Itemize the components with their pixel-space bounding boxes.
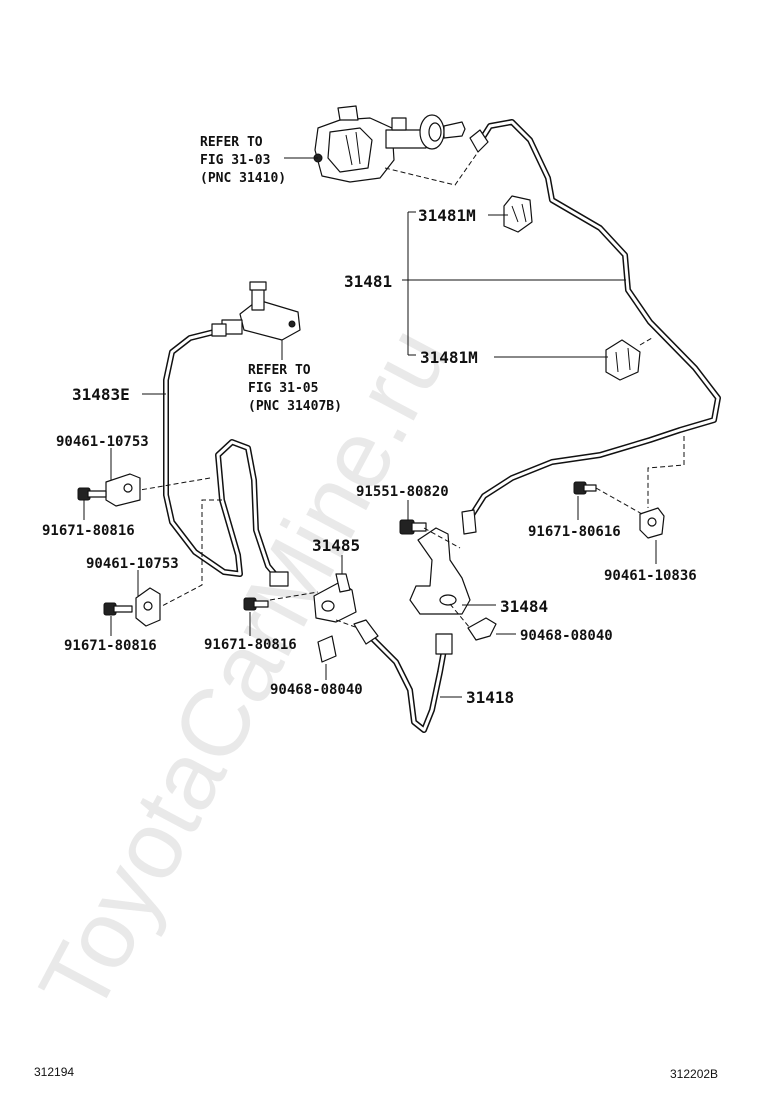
dash-bolt-right bbox=[595, 487, 643, 515]
label-91671-80816-c: 91671-80816 bbox=[204, 637, 297, 653]
clamp-90461-10836 bbox=[639, 507, 665, 539]
clutch-pipe-31483e bbox=[163, 323, 289, 587]
clutch-pipe-31481 bbox=[461, 119, 721, 535]
label-91671-80616: 91671-80616 bbox=[528, 524, 621, 540]
dash-upper-clamp bbox=[139, 477, 211, 491]
refer-top-line2: FIG 31-03 bbox=[200, 153, 270, 168]
dash-clip-right bbox=[449, 603, 471, 629]
clip-90468-08040-left bbox=[317, 635, 337, 663]
bolt-91551-80820 bbox=[399, 519, 427, 535]
label-31481m-top: 31481M bbox=[418, 206, 476, 225]
dash-master-cylinder bbox=[384, 151, 479, 186]
refer-top-line3: (PNC 31410) bbox=[200, 171, 286, 186]
clutch-master-cylinder bbox=[313, 105, 466, 183]
label-31485: 31485 bbox=[312, 536, 360, 555]
leader-31481 bbox=[402, 211, 626, 358]
bolt-91671-80816-upper bbox=[77, 487, 107, 501]
label-90468-08040-right: 90468-08040 bbox=[520, 628, 613, 644]
label-90461-10836: 90461-10836 bbox=[604, 568, 697, 584]
bracket-31484 bbox=[409, 527, 471, 615]
label-31484: 31484 bbox=[500, 597, 548, 616]
dash-lower-clamp bbox=[161, 499, 222, 607]
label-31481m-bottom: 31481M bbox=[420, 348, 478, 367]
label-31483e: 31483E bbox=[72, 385, 130, 404]
label-91671-80816-b: 91671-80816 bbox=[64, 638, 157, 654]
refer-mid-line3: (PNC 31407B) bbox=[248, 399, 342, 414]
label-31418: 31418 bbox=[466, 688, 514, 707]
dash-clamp-31481m bbox=[639, 337, 653, 346]
label-90461-10753-a: 90461-10753 bbox=[56, 434, 149, 450]
dash-clamp-right bbox=[647, 436, 685, 508]
pipe-clamp-31481m-top bbox=[503, 195, 533, 233]
bolt-91671-80816-c bbox=[243, 597, 269, 611]
dash-bolt-31484 bbox=[423, 527, 461, 549]
clip-90468-08040-right bbox=[467, 617, 497, 641]
clamp-90461-10753-lower bbox=[135, 587, 161, 627]
dash-bracket-hose bbox=[335, 619, 359, 629]
clamp-90461-10753-upper bbox=[105, 473, 141, 507]
dash-bracket-31485 bbox=[269, 591, 319, 601]
label-91551-80820: 91551-80820 bbox=[356, 484, 449, 500]
bolt-91671-80616 bbox=[573, 481, 597, 495]
pipe-union-junction bbox=[221, 281, 301, 341]
footer-right-code: 312202B bbox=[670, 1067, 718, 1081]
flexible-hose-31418 bbox=[353, 619, 453, 733]
footer-left-code: 312194 bbox=[34, 1065, 74, 1079]
bolt-91671-80816-lower bbox=[103, 602, 133, 616]
refer-top-line1: REFER TO bbox=[200, 135, 263, 150]
label-90468-08040-left: 90468-08040 bbox=[270, 682, 363, 698]
label-31481: 31481 bbox=[344, 272, 392, 291]
bracket-31485 bbox=[313, 573, 357, 623]
label-91671-80816-a: 91671-80816 bbox=[42, 523, 135, 539]
refer-mid-line2: FIG 31-05 bbox=[248, 381, 318, 396]
pipe-clamp-31481m-bottom bbox=[605, 339, 641, 381]
refer-mid-line1: REFER TO bbox=[248, 363, 311, 378]
label-90461-10753-b: 90461-10753 bbox=[86, 556, 179, 572]
